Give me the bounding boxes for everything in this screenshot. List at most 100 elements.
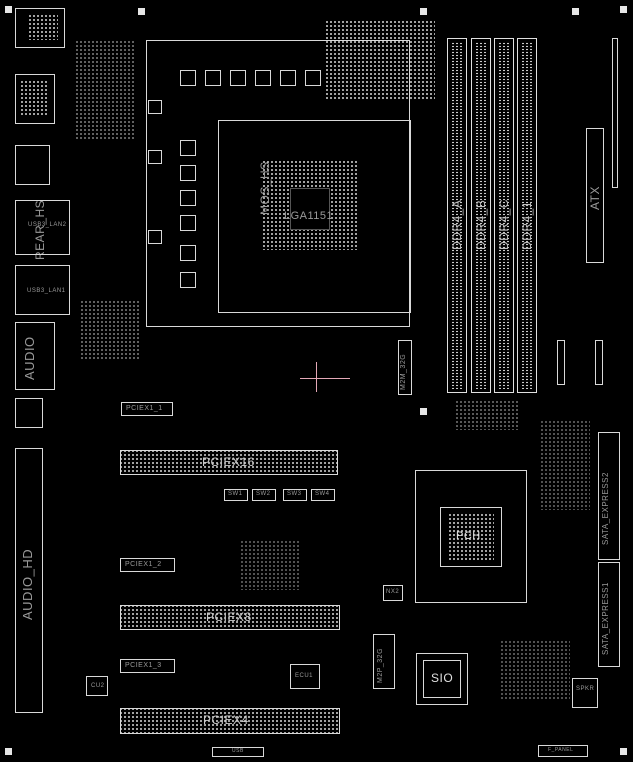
m2p-connector <box>373 634 395 689</box>
ecu-chip <box>290 664 320 689</box>
pciex1-3-header <box>120 659 175 673</box>
pch-keepout <box>415 470 527 603</box>
cpu-keepout-outer <box>146 40 410 327</box>
usb-lan2-connector <box>15 200 70 255</box>
cu2-label: CU2 <box>91 683 105 689</box>
sw3-label: SW3 <box>287 491 302 497</box>
lga-label: LGA1151 <box>284 210 334 222</box>
vrm-part-12 <box>180 272 196 288</box>
sw1-label: SW1 <box>228 491 243 497</box>
vrm-part-15 <box>148 230 162 244</box>
sio-label: SIO <box>431 671 454 685</box>
vrm-part-3 <box>230 70 246 86</box>
sw3-switch <box>283 489 307 501</box>
ddr4-a-label: DDR4_A <box>450 199 464 250</box>
vrm-part-10 <box>180 215 196 231</box>
sw4-switch <box>311 489 335 501</box>
vrm-part-5 <box>280 70 296 86</box>
ecu-label: ECU1 <box>295 673 314 679</box>
pciex8-slot <box>120 605 340 630</box>
pciex8-label: PCIEX8 <box>206 610 252 624</box>
pciex4-label: PCIEX4 <box>203 713 249 727</box>
ddr4-1-label: DDR4_1 <box>520 200 534 250</box>
dimm-slot-c <box>494 38 514 393</box>
atx-connector <box>586 128 604 263</box>
corner-pad-3 <box>5 748 12 755</box>
audio-label: AUDIO <box>22 336 37 380</box>
cpu-socket-frame <box>218 120 411 313</box>
vrm-pin-block <box>325 20 435 100</box>
audio-hd-label: AUDIO_HD <box>20 548 35 620</box>
usb-header <box>212 747 264 757</box>
sata-express2-connector <box>598 432 620 560</box>
io-connector-block-3 <box>15 145 50 185</box>
small-components-cluster-3 <box>540 420 590 510</box>
sio-chip-inner <box>423 660 461 698</box>
dimm-slot-b <box>471 38 491 393</box>
cu2-chip <box>86 676 108 696</box>
cpu-socket-center <box>290 188 330 230</box>
f-panel-header <box>538 745 588 757</box>
small-components-cluster-2 <box>80 300 140 360</box>
io-connector-pins-top <box>28 14 58 40</box>
right-header-2 <box>595 340 603 385</box>
mount-pad-4 <box>420 408 427 415</box>
pciex1-2-header <box>120 558 175 572</box>
nx2-label: NX2 <box>386 589 400 595</box>
mos-hs-label: MOS_HS <box>258 161 272 215</box>
mount-pad-1 <box>138 8 145 15</box>
sata-express2-label: SATA_EXPRESS2 <box>601 472 610 545</box>
pciex4-slot <box>120 708 340 734</box>
sw4-label: SW4 <box>315 491 330 497</box>
pink-trace-v <box>316 362 317 392</box>
small-components-cluster-4 <box>500 640 570 700</box>
vrm-part-2 <box>205 70 221 86</box>
usb-lan1-connector <box>15 265 70 315</box>
vrm-part-14 <box>148 150 162 164</box>
vrm-part-8 <box>180 165 196 181</box>
f-panel-label: F_PANEL <box>548 747 574 753</box>
pciex16-slot <box>120 450 338 475</box>
mount-pad-3 <box>572 8 579 15</box>
m2p-label: M2P_32G <box>377 647 384 683</box>
pciex1-2-label: PCIEX1_2 <box>125 561 162 568</box>
vrm-part-1 <box>180 70 196 86</box>
small-components-cluster-5 <box>240 540 300 590</box>
corner-pad-2 <box>620 6 627 13</box>
usb-lan2-label: USB3_LAN2 <box>28 222 67 228</box>
ddr4-b-label: DDR4_B <box>474 199 488 250</box>
pciex1-3-label: PCIEX1_3 <box>125 662 162 669</box>
usb-lan1-label: USB3_LAN1 <box>27 288 66 294</box>
right-header-1 <box>557 340 565 385</box>
sio-chip-outer <box>416 653 468 705</box>
mount-pad-2 <box>420 8 427 15</box>
corner-pad-4 <box>620 748 627 755</box>
audio-jack-block <box>15 322 55 390</box>
io-connector-block-2 <box>15 74 55 124</box>
sata-express1-connector <box>598 562 620 667</box>
pch-label: PCH <box>456 530 481 542</box>
m2m-label: M2M_32G <box>400 353 407 390</box>
pciex1-1-label: PCIEX1_1 <box>126 405 163 412</box>
right-edge-rail <box>612 38 618 188</box>
dimm-slot-d <box>517 38 537 393</box>
sata-express1-label: SATA_EXPRESS1 <box>601 582 610 655</box>
vrm-part-4 <box>255 70 271 86</box>
vrm-part-9 <box>180 190 196 206</box>
nx2-part <box>383 585 403 601</box>
sw1-switch <box>224 489 248 501</box>
audio-hd-header-outline <box>15 448 43 713</box>
spkr-header <box>572 678 598 708</box>
m2m-connector <box>398 340 412 395</box>
vrm-part-13 <box>148 100 162 114</box>
pink-trace-h <box>300 378 350 379</box>
atx-label: ATX <box>588 186 602 210</box>
pch-chip <box>440 507 502 567</box>
vrm-part-6 <box>305 70 321 86</box>
sw2-label: SW2 <box>256 491 271 497</box>
pciex1-1-header <box>121 402 173 416</box>
spkr-label: SPKR <box>576 686 595 692</box>
usb-header-label: USB <box>232 748 244 754</box>
io-connector-block-top <box>15 8 65 48</box>
